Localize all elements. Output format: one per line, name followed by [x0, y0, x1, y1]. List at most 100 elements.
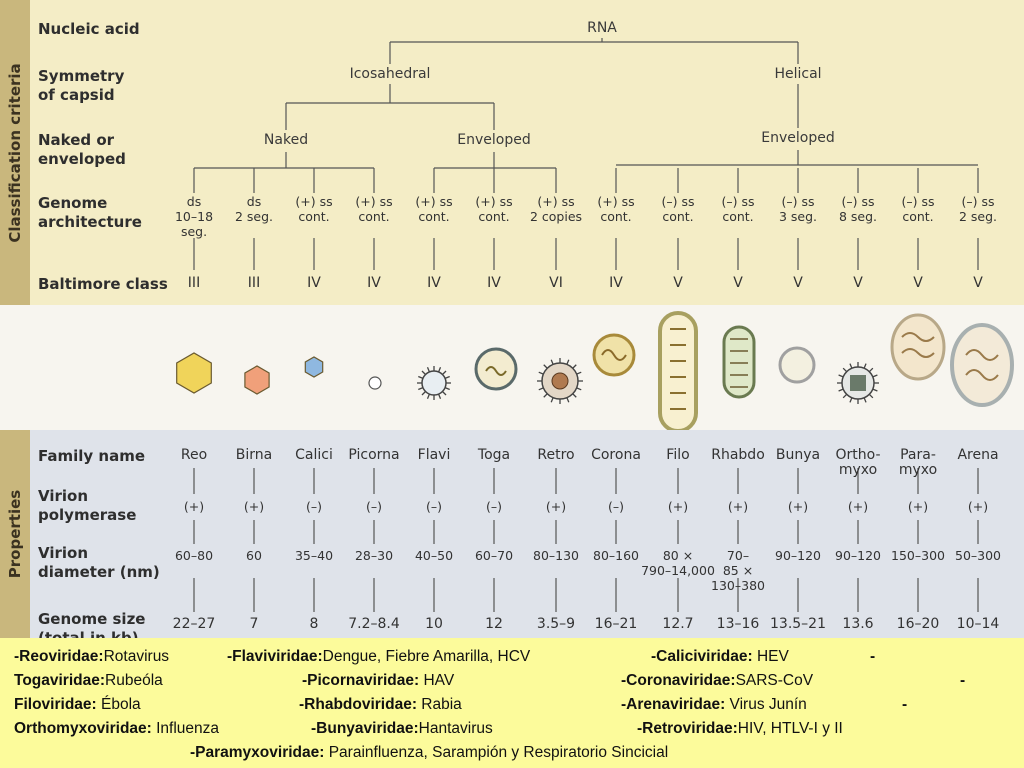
- legend-entry-1: -Flaviviridae:Dengue, Fiebre Amarilla, H…: [227, 648, 530, 666]
- polymerase-cell-0: (+): [183, 499, 205, 514]
- polymerase-cell-2: (–): [305, 499, 323, 514]
- legend-family-name: -Caliciviridae:: [651, 648, 753, 665]
- picorna-virion: [368, 376, 382, 390]
- paramyxo-genome: [901, 332, 935, 358]
- legend-example-virus: HEV: [752, 648, 789, 665]
- polymerase-cell-1: (+): [243, 499, 265, 514]
- orthomyxo-virion-spike: [849, 363, 853, 369]
- genome-size-cell-0: 22–27: [172, 616, 216, 632]
- diameter-cell-8: 80 × 790–14,000: [641, 548, 715, 578]
- row-label-symmetry: Symmetry of capsid: [38, 67, 125, 104]
- flavi-virion-spike: [418, 375, 424, 380]
- row-label-naked-enveloped: Naked or enveloped: [38, 131, 126, 168]
- retro-core: [551, 372, 569, 390]
- polymerase-cell-10: (+): [787, 499, 809, 514]
- legend-example-virus: Dengue, Fiebre Amarilla, HCV: [322, 648, 531, 665]
- retro-virion-spike: [576, 387, 582, 391]
- node-naked: Naked: [263, 132, 309, 148]
- orthomyxo-virion-spike: [863, 397, 867, 403]
- flavi-virion-spike: [442, 370, 447, 375]
- retro-virion-spike: [538, 371, 544, 375]
- genome-architecture-cell-9: (–) ss cont.: [721, 194, 755, 224]
- arena-virion: [950, 323, 1014, 407]
- flavi-virion-spike: [426, 367, 431, 373]
- filo-virion: [658, 311, 698, 430]
- genome-size-cell-6: 3.5–9: [536, 616, 576, 632]
- family-name-cell-5: Toga: [477, 447, 511, 463]
- family-name-cell-7: Corona: [591, 447, 641, 463]
- legend-entry-4: Togaviridae:Rubeóla: [14, 672, 163, 690]
- row-label-nucleic-acid: Nucleic acid: [38, 20, 140, 38]
- row-label-baltimore: Baltimore class: [38, 275, 168, 293]
- baltimore-class-cell-12: V: [913, 275, 923, 291]
- retro-virion-spike: [543, 364, 548, 369]
- family-name-cell-12: Para- myxo: [898, 447, 938, 478]
- polymerase-cell-12: (+): [907, 499, 929, 514]
- diameter-cell-5: 60–70: [474, 548, 514, 563]
- legend-entry-14: -Retroviridae:HIV, HTLV-I y II: [637, 720, 843, 738]
- family-name-cell-8: Filo: [666, 447, 690, 463]
- legend-example-virus: Hantavirus: [418, 720, 493, 737]
- toga-virion: [474, 347, 518, 391]
- polymerase-cell-3: (–): [365, 499, 383, 514]
- baltimore-class-cell-5: IV: [487, 275, 501, 291]
- baltimore-class-cell-0: III: [187, 275, 201, 291]
- legend-family-name: Orthomyxoviridae:: [14, 720, 152, 737]
- polymerase-cell-13: (+): [967, 499, 989, 514]
- retro-virion-spike: [550, 397, 554, 403]
- arena-genome: [965, 349, 999, 381]
- birna-virion: [244, 365, 270, 395]
- family-name-cell-13: Arena: [957, 447, 999, 463]
- row-label-family: Family name: [38, 447, 146, 465]
- legend-family-name: Filoviridae:: [14, 696, 97, 713]
- baltimore-class-cell-9: V: [733, 275, 743, 291]
- rhabdo-genome: [730, 338, 748, 388]
- legend-family-name: -Arenaviridae:: [621, 696, 726, 713]
- legend-example-virus: Rabia: [416, 696, 462, 713]
- legend-example-virus: HAV: [419, 672, 455, 689]
- orthomyxo-virion-spike: [868, 393, 874, 399]
- orthomyxo-virion-spike: [838, 388, 844, 392]
- genome-architecture-cell-13: (–) ss 2 seg.: [958, 194, 998, 224]
- genome-size-cell-1: 7: [249, 616, 259, 632]
- polymerase-cell-8: (+): [667, 499, 689, 514]
- baltimore-class-cell-7: IV: [609, 275, 623, 291]
- row-label-genome-architecture: Genome architecture: [38, 194, 142, 231]
- baltimore-class-cell-10: V: [793, 275, 803, 291]
- polymerase-cell-4: (–): [425, 499, 443, 514]
- genome-architecture-cell-8: (–) ss cont.: [661, 194, 695, 224]
- polymerase-cell-11: (+): [847, 499, 869, 514]
- family-legend: -Reoviridae:Rotavirus-Flaviviridae:Dengu…: [0, 638, 1024, 768]
- legend-entry-13: -Bunyaviridae:Hantavirus: [311, 720, 493, 738]
- polymerase-cell-6: (+): [545, 499, 567, 514]
- flavi-virion-spike: [437, 393, 442, 399]
- family-name-cell-9: Rhabdo: [711, 447, 765, 463]
- genome-size-cell-7: 16–21: [594, 616, 638, 632]
- retro-virion-spike: [572, 364, 577, 369]
- properties-sidebar: Properties: [0, 430, 30, 638]
- genome-size-cell-3: 7.2–8.4: [348, 616, 400, 632]
- node-rna: RNA: [587, 20, 617, 36]
- orthomyxo-virion-spike: [868, 367, 874, 373]
- legend-example-virus: Ébola: [96, 696, 141, 713]
- legend-family-name: -Retroviridae:: [637, 720, 738, 737]
- genome-size-cell-13: 10–14: [956, 616, 1000, 632]
- flavi-virion-spike: [442, 391, 447, 396]
- diameter-cell-10: 90–120: [774, 548, 822, 563]
- reo-virion: [176, 352, 212, 394]
- genome-architecture-cell-10: (–) ss 3 seg.: [778, 194, 818, 224]
- corona-genome: [601, 349, 627, 361]
- retro-virion-spike: [576, 371, 582, 375]
- orthomyxo-virion-spike: [872, 388, 878, 392]
- polymerase-cell-9: (+): [727, 499, 749, 514]
- diameter-cell-2: 35–40: [294, 548, 334, 563]
- orthomyxo-virion-spike: [842, 393, 848, 399]
- diameter-cell-1: 60: [246, 548, 262, 563]
- properties-panel: [0, 430, 1024, 638]
- legend-family-name: -Coronaviridae:: [621, 672, 736, 689]
- legend-example-virus: Influenza: [151, 720, 220, 737]
- polymerase-cell-7: (–): [607, 499, 625, 514]
- family-name-cell-0: Reo: [180, 447, 208, 463]
- legend-family-name: -Paramyxoviridae:: [190, 744, 325, 761]
- family-name-cell-3: Picorna: [348, 447, 400, 463]
